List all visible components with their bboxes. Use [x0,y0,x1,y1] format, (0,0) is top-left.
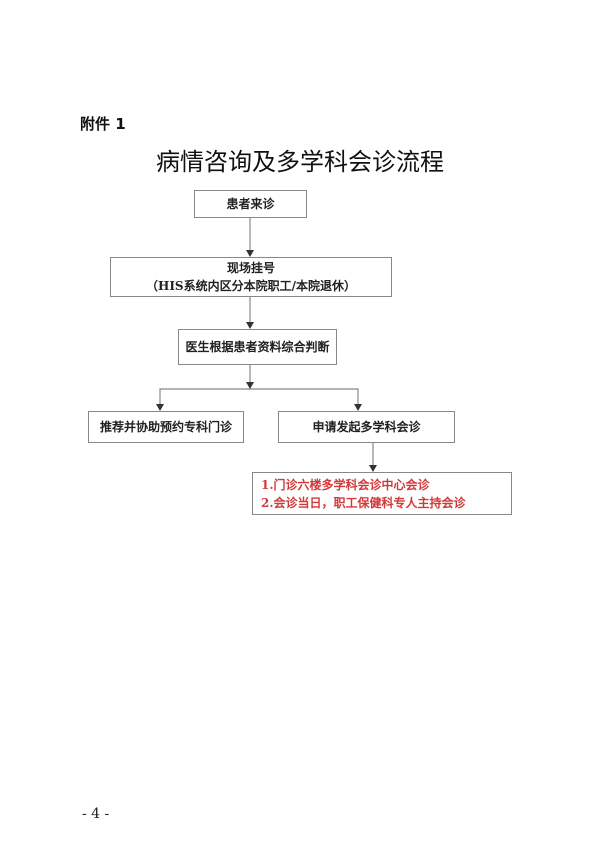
step-label: 推荐并协助预约专科门诊 [99,420,232,434]
step-label: 现场挂号 [226,261,275,275]
step-label: 患者来诊 [226,197,275,211]
step-registration: 现场挂号 （HIS系统内区分本院职工/本院退休） [110,257,392,297]
step-patient-visit: 患者来诊 [194,190,307,218]
page-title: 病情咨询及多学科会诊流程 [156,148,444,176]
note-line: 2.会诊当日，职工保健科专人主持会诊 [261,495,466,510]
step-label: 申请发起多学科会诊 [312,420,421,434]
step-mdt-request: 申请发起多学科会诊 [278,411,455,443]
mdt-note: 1.门诊六楼多学科会诊中心会诊 2.会诊当日，职工保健科专人主持会诊 [252,472,512,515]
note-line: 1.门诊六楼多学科会诊中心会诊 [261,477,430,492]
attachment-label: 附件 1 [80,115,126,133]
branch-line [159,388,359,410]
step-specialist-referral: 推荐并协助预约专科门诊 [88,411,244,443]
page-number: - 4 - [82,806,110,822]
step-doctor-assessment: 医生根据患者资料综合判断 [178,329,337,365]
step-label: 医生根据患者资料综合判断 [185,340,330,354]
step-sublabel: （HIS系统内区分本院职工/本院退休） [145,279,356,293]
